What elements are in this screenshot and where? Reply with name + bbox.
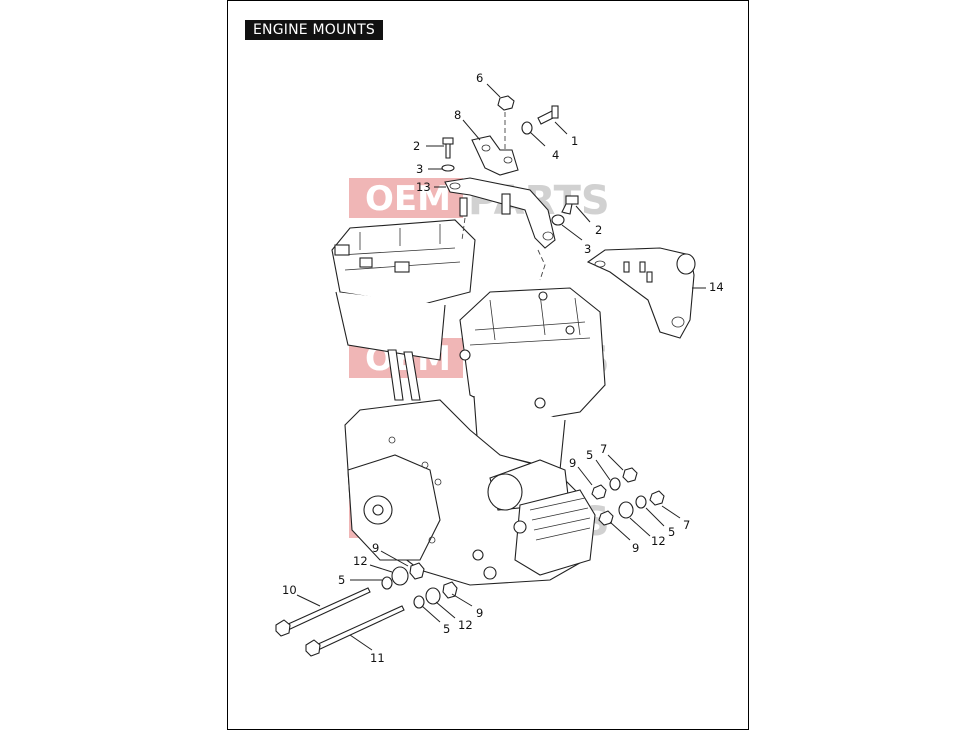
callout-5-right: 5 (668, 525, 675, 539)
top-mount-hardware (441, 95, 696, 339)
callout-7-upper: 7 (600, 442, 607, 456)
diagram-title: ENGINE MOUNTS (245, 20, 383, 40)
lower-mount-hardware (275, 562, 458, 657)
callout-7-lower: 7 (683, 518, 690, 532)
callout-11: 11 (370, 651, 385, 665)
callout-4: 4 (552, 148, 559, 162)
callout-13: 13 (416, 180, 431, 194)
callout-14: 14 (709, 280, 724, 294)
callout-5-upper: 5 (586, 448, 593, 462)
callout-8: 8 (454, 108, 461, 122)
callout-9-upper: 9 (569, 456, 576, 470)
callout-12-right: 12 (651, 534, 666, 548)
callout-3-right: 3 (584, 242, 591, 256)
callout-5-bottom: 5 (443, 622, 450, 636)
callout-2-upper: 2 (413, 139, 420, 153)
engine-illustration (331, 219, 606, 586)
callout-2-right: 2 (595, 223, 602, 237)
callout-1: 1 (571, 134, 578, 148)
callout-9-bottom: 9 (476, 606, 483, 620)
callout-5-left: 5 (338, 573, 345, 587)
callout-leaders (296, 83, 706, 651)
callout-labels: 6 1 4 8 2 3 13 2 3 14 7 5 9 7 5 12 9 9 1… (282, 71, 724, 665)
callout-12-bottom: 12 (458, 618, 473, 632)
callout-9-left: 9 (372, 541, 379, 555)
svg-text:OEM: OEM (365, 179, 451, 219)
callout-3-upper: 3 (416, 162, 423, 176)
callout-6: 6 (476, 71, 483, 85)
callout-10: 10 (282, 583, 297, 597)
callout-12-left: 12 (353, 554, 368, 568)
callout-9-right: 9 (632, 541, 639, 555)
right-isolator-hardware (591, 467, 665, 526)
